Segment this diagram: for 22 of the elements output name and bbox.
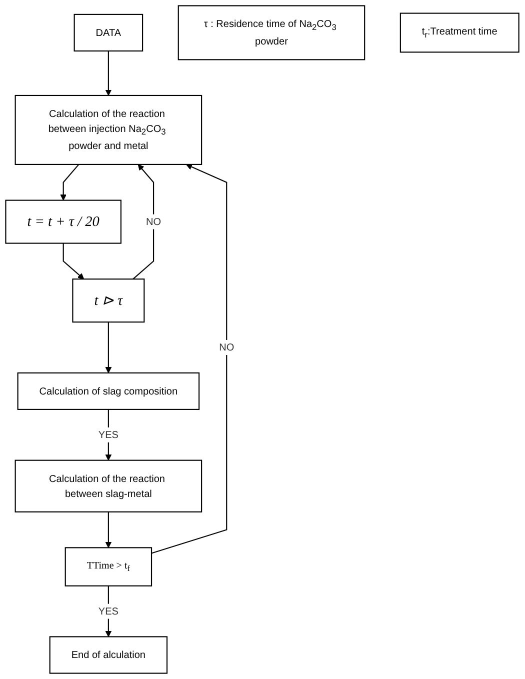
arrow	[132, 164, 154, 280]
arrow	[152, 164, 228, 554]
node-box: τ : Residence time of Na$_{2}$CO$_{3}$ powder	[178, 5, 366, 60]
arrow	[106, 50, 112, 96]
node-box: t$_{r}$:Treatment time	[400, 12, 520, 53]
arrow	[106, 586, 112, 637]
arrow	[106, 322, 112, 374]
node-box: Calculation of the reaction between slag-metal	[15, 460, 202, 512]
edge-label: YES	[98, 428, 119, 440]
edge-label: NO	[146, 216, 162, 228]
node-box: DATA	[74, 14, 144, 52]
node-box: t = t + τ / 20	[5, 200, 122, 244]
arrow	[106, 512, 112, 548]
edge-label: YES	[98, 605, 119, 617]
node-box: TTime > t$_{f}$	[65, 547, 152, 586]
arrow	[63, 243, 84, 280]
arrow	[106, 409, 112, 461]
edge-label: NO	[219, 341, 234, 353]
node-box: Calculation of the reaction between injection Na$_{2}$CO$_{3}$ powder and metal	[15, 94, 202, 165]
node-box: End of alculation	[50, 636, 168, 674]
arrow	[60, 164, 80, 201]
node-box: Calculation of slag composition	[18, 372, 200, 410]
